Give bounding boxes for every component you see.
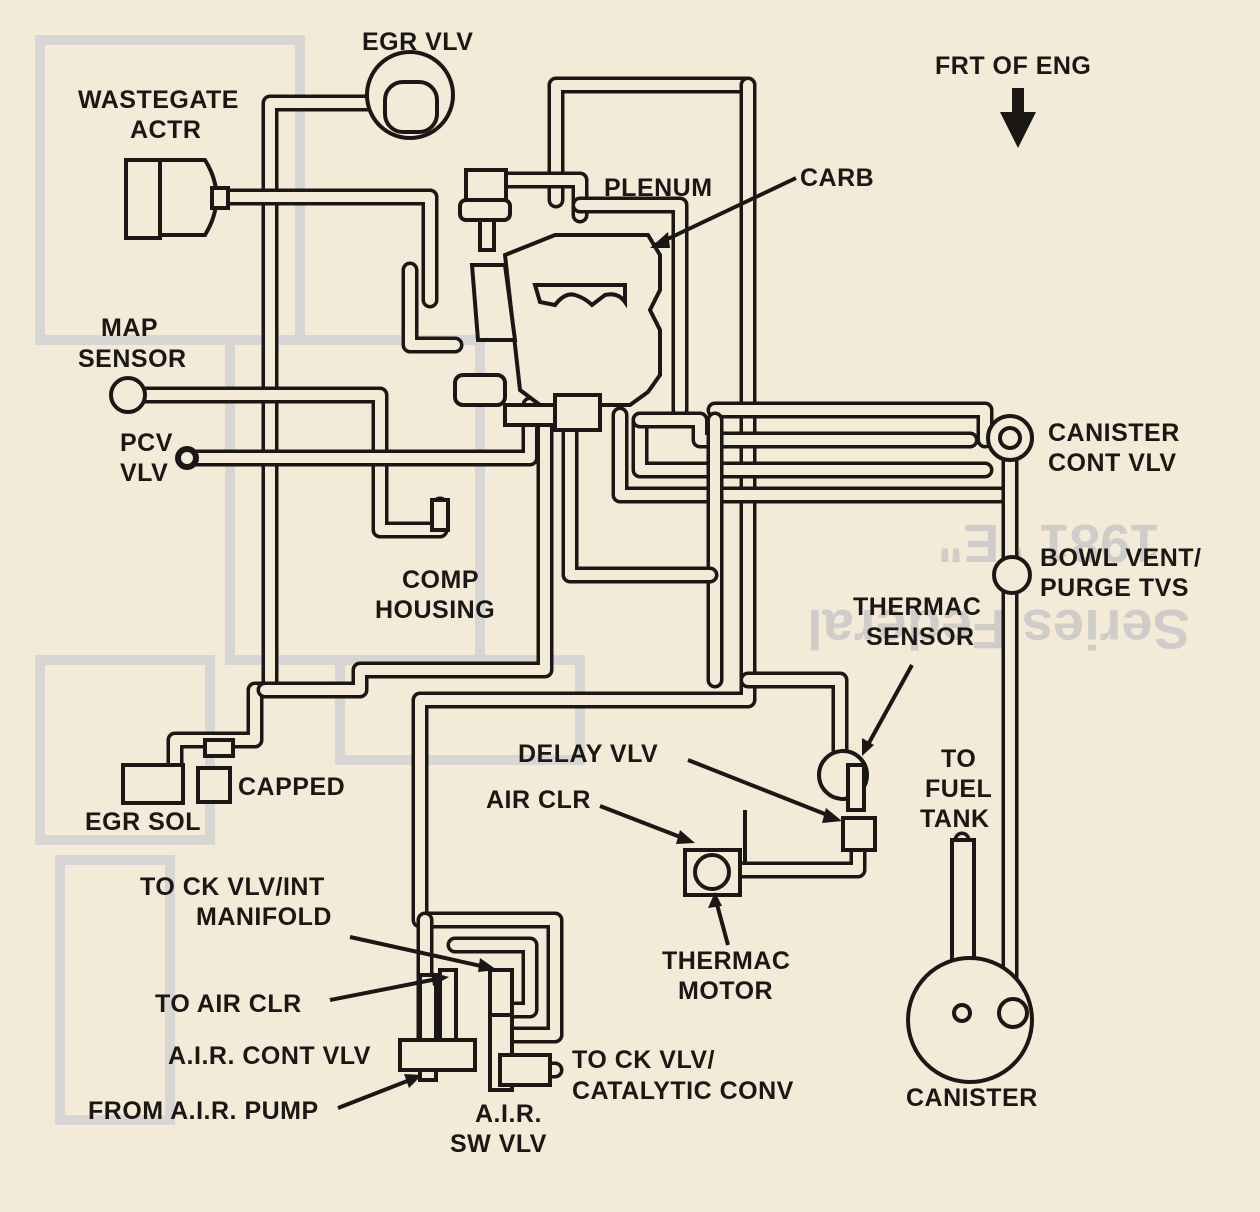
label-to-ck-vlv-int-1: TO CK VLV/INT [140, 873, 325, 901]
label-pcv-vlv-2: VLV [120, 459, 168, 487]
thermac-sensor [817, 749, 869, 812]
egr-solenoid [121, 738, 235, 805]
label-canister-cont-vlv-2: CONT VLV [1048, 449, 1177, 477]
label-air-cont-vlv: A.I.R. CONT VLV [168, 1042, 371, 1070]
label-map-sensor-2: SENSOR [78, 345, 187, 373]
front-of-engine-arrow [1000, 88, 1036, 148]
bleed-year-title: 1981 "E" [938, 513, 1160, 573]
label-map-sensor-1: MAP [101, 314, 158, 342]
label-frt-of-eng: FRT OF ENG [935, 52, 1091, 80]
label-air-sw-vlv-2: SW VLV [450, 1130, 547, 1158]
label-to-fuel-tank-1: TO [941, 745, 976, 773]
egr-valve [365, 50, 455, 140]
background-bleed-through: 1981 "E" Series Federal [35, 35, 1190, 1125]
label-capped: CAPPED [238, 773, 345, 801]
label-pcv-vlv-1: PCV [120, 429, 173, 457]
label-comp-housing-2: HOUSING [375, 596, 495, 624]
wastegate-actuator [124, 158, 230, 240]
label-thermac-motor-1: THERMAC [662, 947, 791, 975]
delay-valve [841, 816, 877, 852]
label-to-ck-vlv-int-2: MANIFOLD [196, 903, 332, 931]
label-egr-vlv: EGR VLV [362, 28, 473, 56]
label-to-air-clr: TO AIR CLR [155, 990, 302, 1018]
carburetor [453, 168, 662, 432]
label-carb: CARB [800, 164, 874, 192]
label-bowl-vent-2: PURGE TVS [1040, 574, 1189, 602]
leader-arrows [329, 176, 914, 1110]
label-from-air-pump: FROM A.I.R. PUMP [88, 1097, 319, 1125]
hose-routing [121, 76, 1019, 1079]
thermac-motor [683, 810, 747, 897]
label-wastegate-actr-2: ACTR [130, 116, 201, 144]
label-wastegate-actr-1: WASTEGATE [78, 86, 239, 114]
label-bowl-vent-1: BOWL VENT/ [1040, 544, 1201, 572]
label-to-fuel-tank-3: TANK [920, 805, 990, 833]
comp-housing-fitting [430, 498, 450, 532]
label-delay-vlv: DELAY VLV [518, 740, 658, 768]
label-plenum: PLENUM [604, 174, 713, 202]
bowl-vent-purge-tvs [992, 555, 1032, 595]
label-air-clr: AIR CLR [486, 786, 591, 814]
label-canister: CANISTER [906, 1084, 1038, 1112]
component-labels: EGR VLV WASTEGATE ACTR PLENUM CARB FRT O… [78, 28, 1201, 1158]
map-sensor [109, 376, 147, 414]
air-control-valve [398, 968, 477, 1082]
bleed-series-title: Series Federal [807, 598, 1190, 661]
label-to-ck-vlv-cat-1: TO CK VLV/ [572, 1046, 715, 1074]
label-to-ck-vlv-cat-2: CATALYTIC CONV [572, 1077, 794, 1105]
canister-control-valve [986, 414, 1034, 462]
label-thermac-motor-2: MOTOR [678, 977, 773, 1005]
label-thermac-sensor-2: SENSOR [866, 623, 975, 651]
label-thermac-sensor-1: THERMAC [853, 593, 982, 621]
pcv-valve [175, 446, 199, 470]
canister [906, 956, 1034, 1084]
air-switching-valve [488, 968, 552, 1092]
label-comp-housing-1: COMP [402, 566, 479, 594]
label-canister-cont-vlv-1: CANISTER [1048, 419, 1180, 447]
label-air-sw-vlv-1: A.I.R. [475, 1100, 542, 1128]
label-to-fuel-tank-2: FUEL [925, 775, 992, 803]
label-egr-sol: EGR SOL [85, 808, 201, 836]
